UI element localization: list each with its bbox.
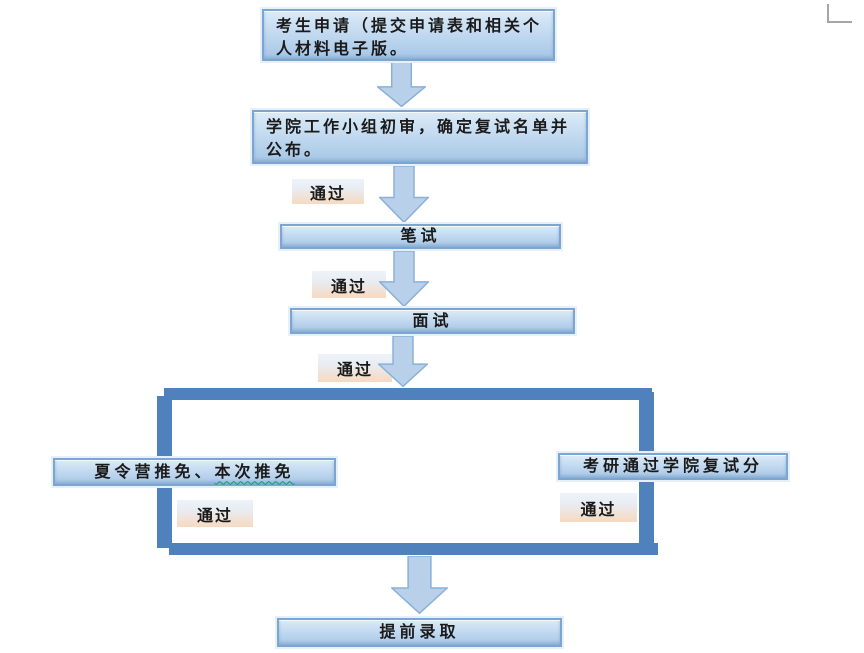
node-exam-pass-review: 考研通过学院复试分 <box>558 453 788 480</box>
down-arrow-icon <box>377 62 426 107</box>
node-interview: 面试 <box>290 308 575 334</box>
down-arrow-icon <box>379 166 429 223</box>
pass-label-1: 通过 <box>292 179 364 204</box>
flow-arrow-4 <box>378 336 428 387</box>
flow-arrow-3 <box>379 251 429 307</box>
pass-label-5: 通过 <box>560 493 637 522</box>
pass-label-4: 通过 <box>177 500 253 527</box>
down-arrow-icon <box>391 556 448 614</box>
pass-label-2: 通过 <box>312 271 386 298</box>
node-applicant-apply: 考生申请（提交申请表和相关个人材料电子版。 <box>262 9 555 61</box>
node-college-review: 学院工作小组初审，确定复试名单并公布。 <box>252 110 588 164</box>
node-summer-camp-exempt: 夏令营推免、本次推免 <box>53 458 336 486</box>
frame-top-bar <box>164 388 652 400</box>
frame-bottom-bar <box>169 543 658 555</box>
exempt-prefix-text: 夏令营推免、 <box>94 463 215 481</box>
exempt-underlined-text: 本次推免 <box>214 463 295 481</box>
down-arrow-icon <box>378 336 428 387</box>
page-corner-mark <box>827 4 852 23</box>
pass-label-3: 通过 <box>318 354 392 382</box>
flow-arrow-1 <box>377 62 426 107</box>
node-early-admission: 提前录取 <box>277 618 562 647</box>
down-arrow-icon <box>379 251 429 307</box>
node-written-test: 笔试 <box>280 224 561 249</box>
flow-arrow-5 <box>391 556 448 614</box>
flow-arrow-2 <box>379 166 429 223</box>
